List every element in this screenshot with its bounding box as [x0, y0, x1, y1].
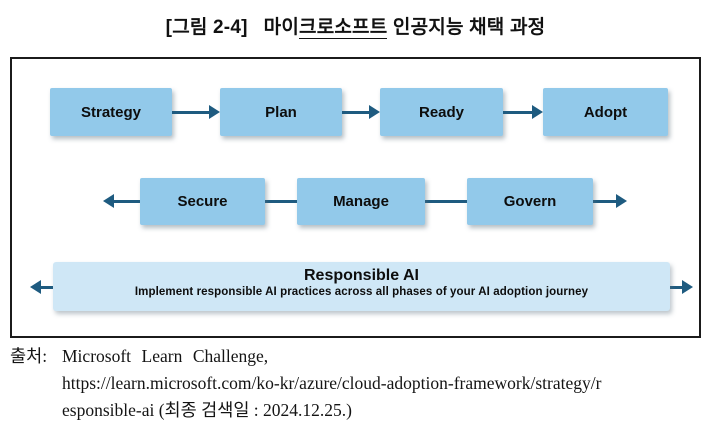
node-govern: Govern	[467, 178, 593, 225]
responsible-ai-bar: Responsible AI Implement responsible AI …	[53, 262, 670, 311]
node-manage: Manage	[297, 178, 425, 225]
node-secure: Secure	[140, 178, 265, 225]
node-ready: Ready	[380, 88, 503, 136]
node-label: Manage	[333, 193, 389, 210]
figure-title-part: 마이	[263, 17, 300, 38]
source-url-line: https://learn.microsoft.com/ko-kr/azure/…	[62, 373, 602, 393]
node-label: Plan	[265, 103, 297, 121]
diagram-frame: Strategy Plan Ready Adopt Secure Manage …	[10, 57, 701, 338]
source-citation: 출처: Microsoft Learn Challenge, https://l…	[10, 343, 708, 424]
responsible-ai-subtitle: Implement responsible AI practices acros…	[134, 286, 589, 298]
node-label: Ready	[418, 103, 465, 121]
source-label: 출처:	[10, 346, 48, 366]
node-label: Adopt	[583, 103, 628, 121]
responsible-ai-title: Responsible AI	[304, 267, 419, 284]
arrow-right-icon	[669, 280, 693, 294]
figure-title-underlined: 크로소프트	[299, 17, 388, 39]
arrow-left-icon	[30, 280, 54, 294]
node-adopt: Adopt	[543, 88, 668, 136]
node-strategy: Strategy	[50, 88, 172, 136]
node-label: Govern	[503, 193, 557, 210]
node-plan: Plan	[220, 88, 342, 136]
source-line-1: Microsoft Learn Challenge,	[62, 346, 269, 366]
figure-title-part: 인공지능 채택 과정	[387, 17, 546, 38]
source-line-3: esponsible-ai (최종 검색일 : 2024.12.25.)	[62, 400, 352, 420]
node-label: Strategy	[80, 103, 142, 121]
figure-number: [그림 2-4]	[165, 17, 248, 38]
arrow-right-icon	[172, 105, 220, 119]
figure-caption: [그림 2-4] 마이크로소프트 인공지능 채택 과정	[0, 12, 711, 39]
node-label: Secure	[177, 193, 228, 210]
arrow-right-icon	[503, 105, 543, 119]
arrow-right-icon	[342, 105, 380, 119]
